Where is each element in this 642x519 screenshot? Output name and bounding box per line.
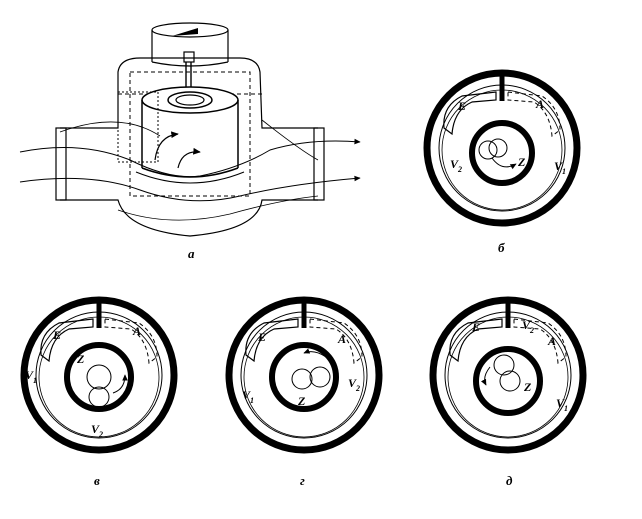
label-v1-sub: 1: [33, 376, 37, 385]
label-v1: V: [554, 159, 563, 173]
label-a: A: [132, 324, 141, 338]
label-a: A: [535, 97, 544, 111]
panel-v-caption: в: [94, 473, 100, 488]
label-v1-sub: 1: [564, 404, 568, 413]
label-z: Z: [297, 394, 306, 408]
label-a: A: [547, 334, 556, 348]
label-v1: V: [25, 368, 34, 382]
panel-a-caption: а: [188, 246, 195, 261]
panel-b-chamber: E A V 2 Z V 1: [427, 73, 577, 223]
panel-g-caption: г: [300, 473, 305, 488]
panel-g-chamber: E A V 1 Z V 2: [229, 300, 379, 450]
label-a: A: [337, 332, 346, 346]
label-e: E: [457, 99, 466, 113]
label-z: Z: [76, 352, 85, 366]
label-v2-sub: 2: [98, 430, 103, 439]
flow-lines: [19, 119, 361, 221]
label-v1-sub: 1: [250, 396, 254, 405]
label-v1-sub: 1: [562, 167, 566, 176]
label-e: E: [52, 328, 61, 342]
label-v2: V: [522, 318, 531, 332]
panel-d-chamber: E V 2 A Z V 1: [433, 300, 583, 450]
label-v2-sub: 2: [529, 326, 534, 335]
label-z: Z: [517, 155, 526, 169]
label-v2-sub: 2: [355, 384, 360, 393]
label-v1: V: [556, 396, 565, 410]
panel-a-meter-assembly: а: [19, 22, 361, 261]
label-v2: V: [450, 157, 459, 171]
panel-d-caption: д: [506, 473, 513, 488]
label-v2: V: [348, 376, 357, 390]
label-v2-sub: 2: [457, 165, 462, 174]
label-e: E: [257, 330, 266, 344]
counter-head: [151, 22, 229, 67]
panel-v-chamber: E A Z V 1 V 2: [24, 300, 174, 450]
panel-b-caption: б: [498, 240, 505, 255]
label-v2: V: [91, 422, 100, 436]
label-z: Z: [523, 380, 532, 394]
label-v1: V: [242, 388, 251, 402]
rotor-cylinder: [135, 86, 245, 184]
label-e: E: [471, 320, 480, 334]
